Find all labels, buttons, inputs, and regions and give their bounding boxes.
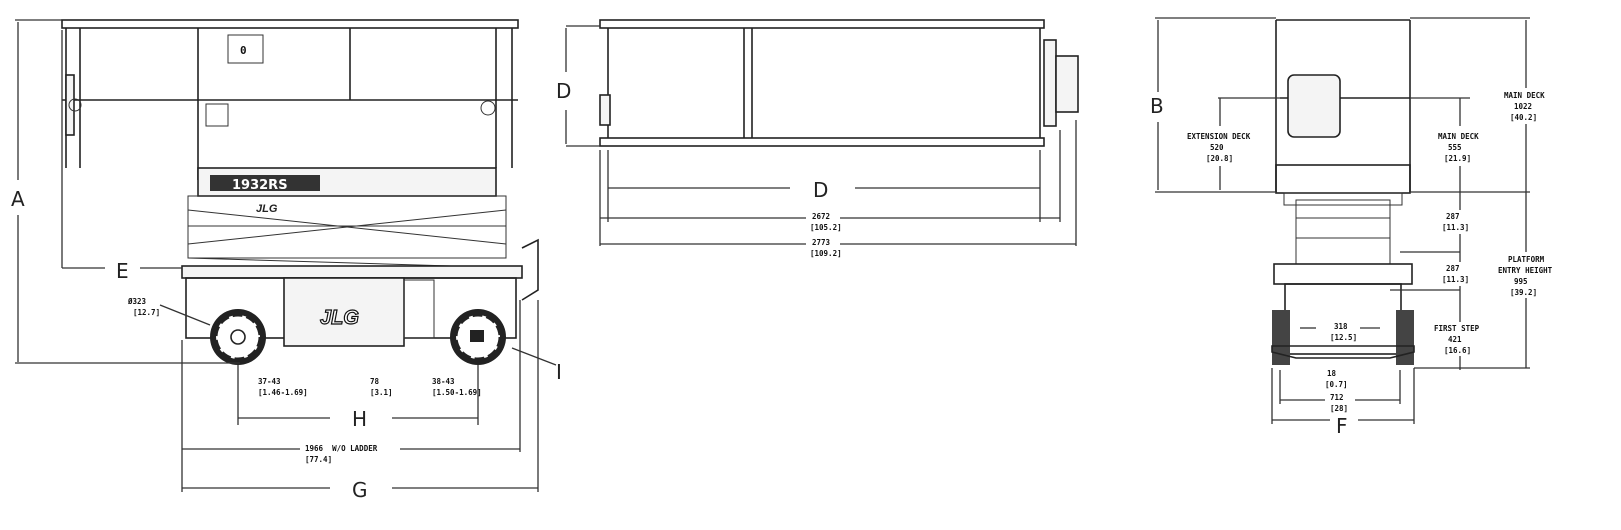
wheel-diameter-inch: [12.7]: [133, 308, 160, 317]
dim-label-f: F: [1336, 414, 1348, 438]
dim-label-i: I: [556, 360, 562, 384]
main-deck-height-inch: [40.2]: [1510, 113, 1537, 122]
wheel-track-inch: [28]: [1330, 404, 1348, 413]
length-dim-1-inch: [105.2]: [810, 223, 842, 232]
model-badge: 1932RS: [232, 178, 288, 193]
dim-label-g: G: [352, 478, 368, 502]
dim-label-b: B: [1150, 94, 1164, 118]
top-rail: [61, 19, 519, 29]
dim-label-e: E: [116, 259, 129, 283]
main-deck-height-label: MAIN DECK: [1504, 91, 1545, 100]
front-clearance-dim: 37-43: [258, 377, 281, 386]
extension-deck-inch: [20.8]: [1206, 154, 1233, 163]
main-deck-label: MAIN DECK: [1438, 132, 1479, 141]
step-width-dim: 318: [1334, 322, 1348, 331]
rung-spacing-1: 287: [1446, 212, 1460, 221]
step-width-inch: [12.5]: [1330, 333, 1357, 342]
rear-clearance-dim: 38-43: [432, 377, 455, 386]
mid-clearance-dim: 78: [370, 377, 380, 386]
jlg-logo: JLG: [320, 307, 359, 329]
wheel-track-dim: 712: [1330, 393, 1344, 402]
mid-clearance-inch: [3.1]: [370, 388, 393, 397]
rung-spacing-2: 287: [1446, 264, 1460, 273]
first-step-dim: 421: [1448, 335, 1462, 344]
rung-spacing-2-inch: [11.3]: [1442, 275, 1469, 284]
main-deck-dim: 555: [1448, 143, 1462, 152]
ground-clearance-inch: [0.7]: [1325, 380, 1348, 389]
ground-clearance-dim: 18: [1327, 369, 1337, 378]
wheel-diameter-dim: Ø323: [127, 297, 147, 306]
front-clearance-inch: [1.46-1.69]: [258, 388, 308, 397]
small-logo: JLG: [256, 203, 278, 215]
platform-entry-label: PLATFORM: [1508, 255, 1545, 264]
extension-deck-label: EXTENSION DECK: [1187, 132, 1251, 141]
first-step-label: FIRST STEP: [1434, 324, 1480, 333]
ladder: [521, 238, 539, 301]
rear-clearance-inch: [1.50-1.69]: [432, 388, 482, 397]
extension-deck-dim: 520: [1210, 143, 1224, 152]
rear-wheel: [450, 309, 506, 365]
length-dim-2: 2773: [812, 238, 831, 247]
platform-entry-label-2: ENTRY HEIGHT: [1498, 266, 1553, 275]
first-step-inch: [16.6]: [1444, 346, 1471, 355]
length-without-ladder-dim: 1966 W/O LADDER: [305, 444, 378, 453]
main-deck-height-dim: 1022: [1514, 102, 1532, 111]
side-view: 0 1932RS JLG JLG A E Ø323 [12.7] 37-43 [: [11, 19, 562, 502]
platform-entry-inch: [39.2]: [1510, 288, 1537, 297]
main-deck-inch: [21.9]: [1444, 154, 1471, 163]
dim-label-d-width: D: [556, 79, 571, 103]
front-wheel: [210, 309, 266, 365]
dim-label-d-length: D: [813, 178, 828, 202]
length-without-ladder-inch: [77.4]: [305, 455, 332, 464]
length-dim-1: 2672: [812, 212, 830, 221]
top-view: D D 2672 [105.2] 2773 [109.2]: [556, 19, 1079, 258]
end-view: B EXTENSION DECK 520 [20.8] MAIN DECK 55…: [1150, 17, 1553, 438]
dim-label-a: A: [11, 187, 25, 211]
length-dim-2-inch: [109.2]: [810, 249, 842, 258]
rung-spacing-1-inch: [11.3]: [1442, 223, 1469, 232]
dim-label-h: H: [352, 407, 367, 431]
deck-sign: 0: [240, 44, 247, 57]
platform-entry-dim: 995: [1514, 277, 1528, 286]
